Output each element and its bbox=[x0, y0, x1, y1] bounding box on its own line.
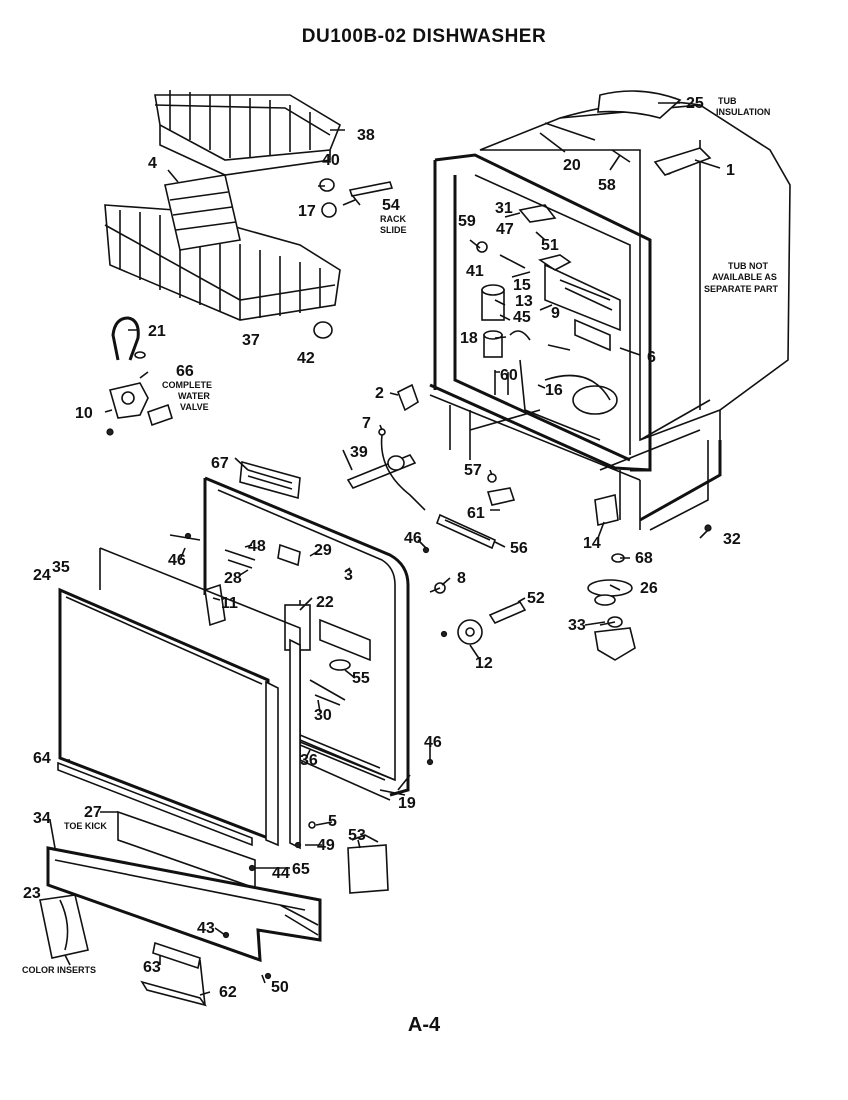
door-assembly bbox=[57, 460, 410, 850]
note-insulation: INSULATION bbox=[716, 107, 770, 117]
callout-34: 34 bbox=[33, 810, 51, 827]
diagram-title: DU100B-02 DISHWASHER bbox=[301, 26, 547, 47]
callout-1: 1 bbox=[726, 162, 735, 179]
callout-23: 23 bbox=[23, 885, 41, 902]
callout-19: 19 bbox=[398, 795, 416, 812]
tub-assembly bbox=[429, 90, 791, 531]
callout-56: 56 bbox=[510, 540, 528, 557]
callout-33: 33 bbox=[568, 617, 586, 634]
callout-14: 14 bbox=[583, 535, 601, 552]
callout-39: 39 bbox=[350, 444, 368, 461]
callout-59: 59 bbox=[458, 213, 476, 230]
callout-15: 15 bbox=[513, 277, 531, 294]
callout-31: 31 bbox=[495, 200, 513, 217]
callout-13: 13 bbox=[515, 293, 533, 310]
callout-44: 44 bbox=[272, 865, 290, 882]
callout-21: 21 bbox=[148, 323, 166, 340]
note-available-as: AVAILABLE AS bbox=[712, 272, 777, 282]
callout-47: 47 bbox=[496, 221, 514, 238]
callout-numbers: 25 1 20 58 38 4 40 17 54 31 59 47 51 41 … bbox=[23, 95, 741, 1001]
callout-26: 26 bbox=[640, 580, 658, 597]
callout-48: 48 bbox=[248, 538, 266, 555]
callout-53: 53 bbox=[348, 827, 366, 844]
callout-40: 40 bbox=[322, 152, 340, 169]
callout-61: 61 bbox=[467, 505, 485, 522]
water-valve-parts bbox=[106, 316, 173, 436]
callout-54: 54 bbox=[382, 197, 400, 214]
callout-4: 4 bbox=[148, 155, 157, 172]
leader-lines bbox=[49, 102, 721, 996]
callout-36: 36 bbox=[300, 752, 318, 769]
note-tub: TUB bbox=[718, 96, 737, 106]
callout-55: 55 bbox=[352, 670, 370, 687]
callout-30: 30 bbox=[314, 707, 332, 724]
callout-11: 11 bbox=[221, 595, 238, 612]
callout-51: 51 bbox=[541, 237, 559, 254]
callout-32: 32 bbox=[723, 531, 741, 548]
callout-12: 12 bbox=[475, 655, 493, 672]
callout-7: 7 bbox=[362, 415, 371, 432]
callout-60: 60 bbox=[500, 367, 518, 384]
callout-17: 17 bbox=[298, 203, 316, 220]
note-separate-part: SEPARATE PART bbox=[704, 284, 779, 294]
note-complete: COMPLETE bbox=[162, 380, 212, 390]
note-slide: SLIDE bbox=[380, 225, 407, 235]
callout-64: 64 bbox=[33, 750, 51, 767]
callout-27: 27 bbox=[84, 804, 102, 821]
callout-49: 49 bbox=[317, 837, 335, 854]
callout-45: 45 bbox=[513, 309, 531, 326]
note-toe-kick: TOE KICK bbox=[64, 821, 107, 831]
callout-66: 66 bbox=[176, 363, 194, 380]
callout-67: 67 bbox=[211, 455, 229, 472]
callout-65: 65 bbox=[292, 861, 310, 878]
callout-24: 24 bbox=[33, 567, 51, 584]
callout-43: 43 bbox=[197, 920, 215, 937]
callout-29: 29 bbox=[314, 542, 332, 559]
callout-2: 2 bbox=[375, 385, 384, 402]
callout-63: 63 bbox=[143, 959, 161, 976]
toe-kick-parts bbox=[39, 532, 389, 1007]
callout-35: 35 bbox=[52, 559, 70, 576]
note-tub-not: TUB NOT bbox=[728, 261, 768, 271]
mid-parts bbox=[346, 383, 712, 766]
note-valve: VALVE bbox=[180, 402, 209, 412]
callout-37: 37 bbox=[242, 332, 260, 349]
note-rack: RACK bbox=[380, 214, 406, 224]
callout-22: 22 bbox=[316, 594, 334, 611]
callout-25: 25 bbox=[686, 95, 704, 112]
page-label: A-4 bbox=[407, 1014, 441, 1036]
callout-5: 5 bbox=[328, 813, 337, 830]
callout-50: 50 bbox=[271, 979, 289, 996]
callout-38: 38 bbox=[357, 127, 375, 144]
callout-9: 9 bbox=[551, 305, 560, 322]
callout-16: 16 bbox=[545, 382, 563, 399]
callout-57: 57 bbox=[464, 462, 482, 479]
callout-10: 10 bbox=[75, 405, 93, 422]
callout-3: 3 bbox=[344, 567, 353, 584]
callout-28: 28 bbox=[224, 570, 242, 587]
note-color-inserts: COLOR INSERTS bbox=[22, 965, 96, 975]
callout-6: 6 bbox=[647, 349, 656, 366]
note-water: WATER bbox=[178, 391, 210, 401]
callout-46: 46 bbox=[168, 552, 186, 569]
dish-racks bbox=[104, 90, 394, 339]
callout-46: 46 bbox=[424, 734, 442, 751]
callout-20: 20 bbox=[563, 157, 581, 174]
callout-46: 46 bbox=[404, 530, 422, 547]
callout-58: 58 bbox=[598, 177, 616, 194]
callout-18: 18 bbox=[460, 330, 478, 347]
diagram-notes: TUB INSULATION RACK SLIDE TUB NOT AVAILA… bbox=[22, 96, 779, 975]
callout-8: 8 bbox=[457, 570, 466, 587]
callout-42: 42 bbox=[297, 350, 315, 367]
callout-41: 41 bbox=[466, 263, 484, 280]
callout-62: 62 bbox=[219, 984, 237, 1001]
callout-68: 68 bbox=[635, 550, 653, 567]
callout-52: 52 bbox=[527, 590, 545, 607]
